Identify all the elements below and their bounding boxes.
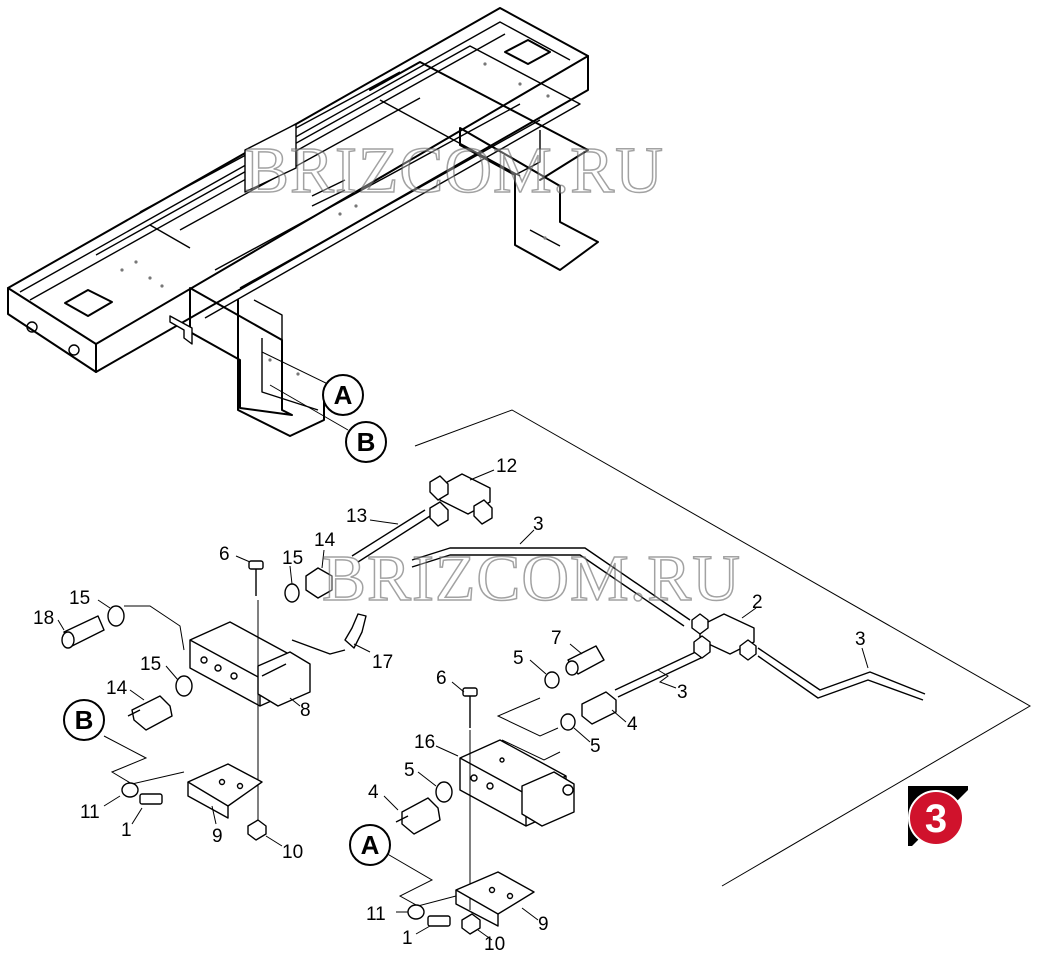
section-badge-number: 3 bbox=[925, 797, 947, 841]
callout-1: 1 bbox=[402, 928, 413, 949]
callout-5: 5 bbox=[590, 736, 601, 757]
callout-11: 11 bbox=[366, 904, 386, 925]
callout-9: 9 bbox=[212, 826, 223, 847]
view-marker-b-frame: B bbox=[345, 421, 387, 463]
callout-3: 3 bbox=[855, 629, 866, 650]
callout-10: 10 bbox=[484, 934, 505, 955]
callout-5: 5 bbox=[404, 760, 415, 781]
view-marker-a-detail: A bbox=[349, 824, 391, 866]
svg-text:B: B bbox=[75, 705, 94, 735]
callout-7: 7 bbox=[551, 628, 562, 649]
view-markers: A B B A bbox=[63, 374, 391, 866]
callout-1: 1 bbox=[121, 820, 132, 841]
callout-16: 16 bbox=[414, 732, 435, 753]
tee-fittings bbox=[429, 473, 757, 661]
callout-12: 12 bbox=[496, 456, 517, 477]
watermarks: BRIZCOM.RU BRIZCOM.RU bbox=[244, 133, 741, 616]
svg-text:A: A bbox=[334, 380, 353, 410]
callout-3: 3 bbox=[533, 514, 544, 535]
callout-2: 2 bbox=[752, 592, 763, 613]
callout-15: 15 bbox=[282, 548, 303, 569]
callout-5: 5 bbox=[513, 648, 524, 669]
callout-13: 13 bbox=[346, 506, 367, 527]
callout-4: 4 bbox=[627, 714, 638, 735]
callout-14: 14 bbox=[314, 530, 336, 551]
watermark-top: BRIZCOM.RU bbox=[245, 134, 664, 207]
section-badge: 3 bbox=[908, 786, 968, 846]
assembly-region-border bbox=[414, 409, 1031, 887]
view-marker-b-detail: B bbox=[63, 699, 105, 741]
svg-text:A: A bbox=[361, 830, 380, 860]
valve-assembly-upper bbox=[61, 560, 367, 841]
chassis-frame bbox=[7, 7, 599, 437]
callout-4: 4 bbox=[368, 782, 379, 803]
svg-text:B: B bbox=[357, 427, 376, 457]
valve-assembly-lower bbox=[383, 645, 617, 935]
callout-8: 8 bbox=[300, 700, 311, 721]
piping bbox=[291, 509, 926, 701]
callout-17: 17 bbox=[372, 652, 393, 673]
callout-6: 6 bbox=[436, 668, 447, 689]
watermark-middle: BRIZCOM.RU bbox=[322, 542, 741, 615]
callout-numbers: 12 13 3 6 15 14 15 18 2 3 7 5 17 15 14 8… bbox=[33, 456, 866, 955]
callout-11: 11 bbox=[80, 802, 100, 823]
callout-15: 15 bbox=[140, 654, 161, 675]
view-marker-a-frame: A bbox=[322, 374, 364, 416]
callout-9: 9 bbox=[538, 914, 549, 935]
callout-15: 15 bbox=[69, 588, 90, 609]
callout-10: 10 bbox=[282, 842, 303, 863]
callout-14: 14 bbox=[106, 678, 128, 699]
callout-18: 18 bbox=[33, 608, 54, 629]
callout-leaders bbox=[57, 469, 869, 941]
callout-3: 3 bbox=[677, 682, 688, 703]
callout-6: 6 bbox=[219, 544, 230, 565]
